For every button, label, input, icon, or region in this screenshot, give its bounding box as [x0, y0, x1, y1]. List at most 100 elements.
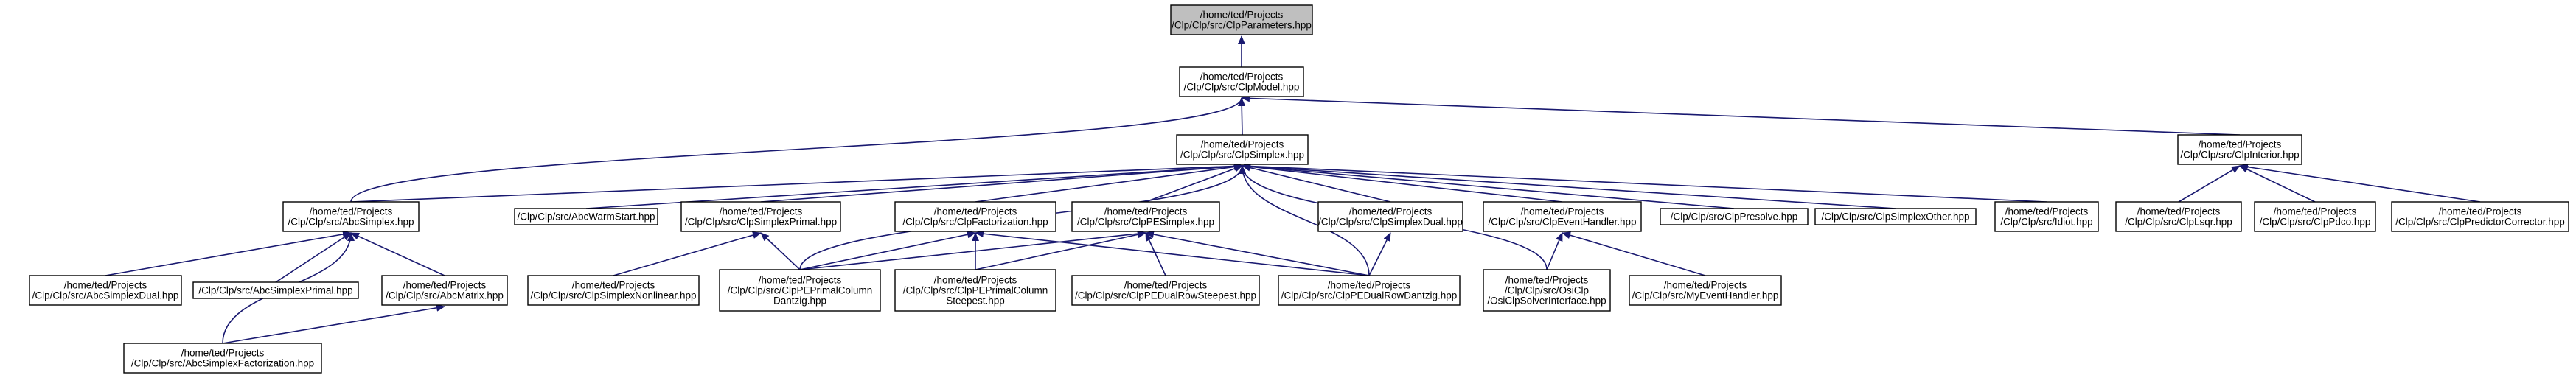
node-n19[interactable]: /home/ted/Projects/Clp/Clp/src/AbcMatrix…	[381, 275, 508, 306]
node-n0[interactable]: /home/ted/Projects/Clp/Clp/src/ClpParame…	[1170, 4, 1313, 35]
node-box	[2177, 134, 2302, 165]
node-n9[interactable]: /home/ted/Projects/Clp/Clp/src/ClpSimple…	[1317, 201, 1463, 232]
node-box	[1814, 208, 1977, 225]
node-n8[interactable]: /home/ted/Projects/Clp/Clp/src/ClpPESimp…	[1071, 201, 1220, 232]
node-label-line: /Clp/Clp/src/ClpPEPrimalColumn	[903, 285, 1048, 296]
node-n11[interactable]: /Clp/Clp/src/ClpPresolve.hpp	[1660, 208, 1809, 225]
node-n2[interactable]: /home/ted/Projects/Clp/Clp/src/ClpSimple…	[1176, 134, 1309, 165]
node-n13[interactable]: /home/ted/Projects/Clp/Clp/src/Idiot.hpp	[1994, 201, 2099, 232]
edge-n21-to-n7	[799, 231, 976, 270]
node-box	[29, 275, 182, 306]
edge-n18-to-n4	[275, 232, 352, 283]
edge-n9-to-n2	[1242, 164, 1391, 203]
node-label-line: /Clp/Clp/src/Idiot.hpp	[2000, 217, 2092, 228]
node-label-line: /Clp/Clp/src/AbcSimplexFactorization.hpp	[131, 358, 314, 369]
node-box	[1170, 4, 1313, 35]
node-label-line: /home/ted/Projects	[1505, 275, 1589, 286]
edge-n24-to-n9	[1368, 232, 1391, 276]
node-label-line: /Clp/Clp/src/ClpSimplexNonlinear.hpp	[530, 290, 696, 301]
node-label-line: /Clp/Clp/src/MyEventHandler.hpp	[1632, 290, 1779, 301]
node-box	[1483, 269, 1611, 312]
node-box	[381, 275, 508, 306]
edge-n25-to-n10	[1546, 232, 1563, 270]
node-n10[interactable]: /home/ted/Projects/Clp/Clp/src/ClpEventH…	[1483, 201, 1642, 232]
edge-n13-to-n2	[1242, 162, 2047, 203]
node-box	[2115, 201, 2242, 232]
node-label-line: /home/ted/Projects	[2199, 139, 2282, 150]
node-label-line: /Clp/Clp/src/ClpPdco.hpp	[2260, 217, 2371, 228]
node-n20[interactable]: /home/ted/Projects/Clp/Clp/src/ClpSimple…	[527, 275, 700, 306]
node-n16[interactable]: /home/ted/Projects/Clp/Clp/src/ClpPredic…	[2391, 201, 2569, 232]
edge-n8-to-n2	[1145, 165, 1243, 203]
node-n5[interactable]: /Clp/Clp/src/AbcWarmStart.hpp	[514, 208, 658, 225]
node-label-line: /home/ted/Projects	[1521, 206, 1604, 217]
node-label-line: /Clp/Clp/src/ClpPEDualRowSteepest.hpp	[1075, 290, 1256, 301]
node-label-line: /Clp/Clp/src/OsiClp	[1505, 285, 1589, 296]
node-n4[interactable]: /home/ted/Projects/Clp/Clp/src/AbcSimple…	[282, 201, 420, 232]
edge-n19-to-n4	[350, 232, 445, 276]
node-n25[interactable]: /home/ted/Projects/Clp/Clp/src/OsiClp/Os…	[1483, 269, 1611, 312]
node-label-line: /Clp/Clp/src/AbcWarmStart.hpp	[517, 211, 655, 223]
edge-n7-to-n2	[975, 163, 1243, 203]
node-label-line: /Clp/Clp/src/ClpFactorization.hpp	[902, 217, 1048, 228]
node-box	[2391, 201, 2569, 232]
node-n26[interactable]: /home/ted/Projects/Clp/Clp/src/MyEventHa…	[1629, 275, 1782, 306]
node-label-line: /OsiClpSolverInterface.hpp	[1487, 295, 1606, 307]
node-label-line: /home/ted/Projects	[64, 280, 147, 291]
edge-n26-to-n10	[1562, 231, 1706, 276]
edge-n17-to-n4	[105, 230, 352, 276]
node-label-line: /Clp/Clp/src/ClpPEDualRowDantzig.hpp	[1281, 290, 1458, 301]
node-label-line: /home/ted/Projects	[1200, 71, 1284, 83]
node-n3[interactable]: /home/ted/Projects/Clp/Clp/src/ClpInteri…	[2177, 134, 2302, 165]
node-box	[1071, 275, 1260, 306]
node-n22[interactable]: /home/ted/Projects/Clp/Clp/src/ClpPEPrim…	[894, 269, 1056, 312]
node-n21[interactable]: /home/ted/Projects/Clp/Clp/src/ClpPEPrim…	[719, 269, 881, 312]
node-box	[719, 269, 881, 312]
edge-n24-to-n7	[975, 230, 1370, 276]
node-n15[interactable]: /home/ted/Projects/Clp/Clp/src/ClpPdco.h…	[2254, 201, 2376, 232]
edge-n15-to-n3	[2239, 165, 2316, 203]
node-label-line: /Clp/Clp/src/ClpSimplexOther.hpp	[1821, 211, 1969, 223]
node-label-line: /home/ted/Projects	[720, 206, 803, 217]
edge-n21-to-n6	[760, 232, 801, 270]
node-box	[1278, 275, 1461, 306]
node-box	[1179, 66, 1304, 97]
node-label-line: /home/ted/Projects	[934, 275, 1017, 286]
node-n6[interactable]: /home/ted/Projects/Clp/Clp/src/ClpSimple…	[680, 201, 841, 232]
node-box	[1483, 201, 1642, 232]
node-label-line: /home/ted/Projects	[1349, 206, 1433, 217]
node-n17[interactable]: /home/ted/Projects/Clp/Clp/src/AbcSimple…	[29, 275, 182, 306]
node-label-line: /Clp/Clp/src/ClpEventHandler.hpp	[1488, 217, 1636, 228]
node-label-line: /home/ted/Projects	[403, 280, 487, 291]
node-label-line: /home/ted/Projects	[1104, 206, 1188, 217]
node-label-line: /home/ted/Projects	[1124, 280, 1208, 291]
node-label-line: /home/ted/Projects	[934, 206, 1017, 217]
node-label-line: /home/ted/Projects	[1200, 10, 1284, 21]
node-n27[interactable]: /home/ted/Projects/Clp/Clp/src/AbcSimple…	[123, 343, 322, 374]
node-label-line: /Clp/Clp/src/ClpLsqr.hpp	[2125, 217, 2232, 228]
node-label-line: /home/ted/Projects	[2137, 206, 2221, 217]
edge-n23-to-n8	[1145, 232, 1166, 276]
node-n24[interactable]: /home/ted/Projects/Clp/Clp/src/ClpPEDual…	[1278, 275, 1461, 306]
node-n1[interactable]: /home/ted/Projects/Clp/Clp/src/ClpModel.…	[1179, 66, 1304, 97]
node-label-line: /Clp/Clp/src/ClpInterior.hpp	[2180, 150, 2299, 161]
edge-n21-to-n8	[799, 230, 1146, 270]
node-n23[interactable]: /home/ted/Projects/Clp/Clp/src/ClpPEDual…	[1071, 275, 1260, 306]
edge-n14-to-n3	[2178, 165, 2241, 203]
node-label-line: /Clp/Clp/src/ClpPresolve.hpp	[1671, 211, 1798, 223]
node-label-line: /home/ted/Projects	[1328, 280, 1411, 291]
node-n12[interactable]: /Clp/Clp/src/ClpSimplexOther.hpp	[1814, 208, 1977, 225]
node-label-line: /home/ted/Projects	[572, 280, 655, 291]
edge-n27-to-n19	[222, 304, 445, 344]
node-n7[interactable]: /home/ted/Projects/Clp/Clp/src/ClpFactor…	[894, 201, 1056, 232]
node-box	[680, 201, 841, 232]
node-box	[123, 343, 322, 374]
edge-n22-to-n8	[975, 231, 1146, 270]
header-nodes: /home/ted/Projects/Clp/Clp/src/ClpParame…	[29, 4, 2569, 374]
node-n14[interactable]: /home/ted/Projects/Clp/Clp/src/ClpLsqr.h…	[2115, 201, 2242, 232]
node-n18[interactable]: /Clp/Clp/src/AbcSimplexPrimal.hpp	[192, 281, 359, 299]
node-box	[527, 275, 700, 306]
node-box	[1994, 201, 2099, 232]
edge-n4-to-n2	[350, 162, 1243, 203]
